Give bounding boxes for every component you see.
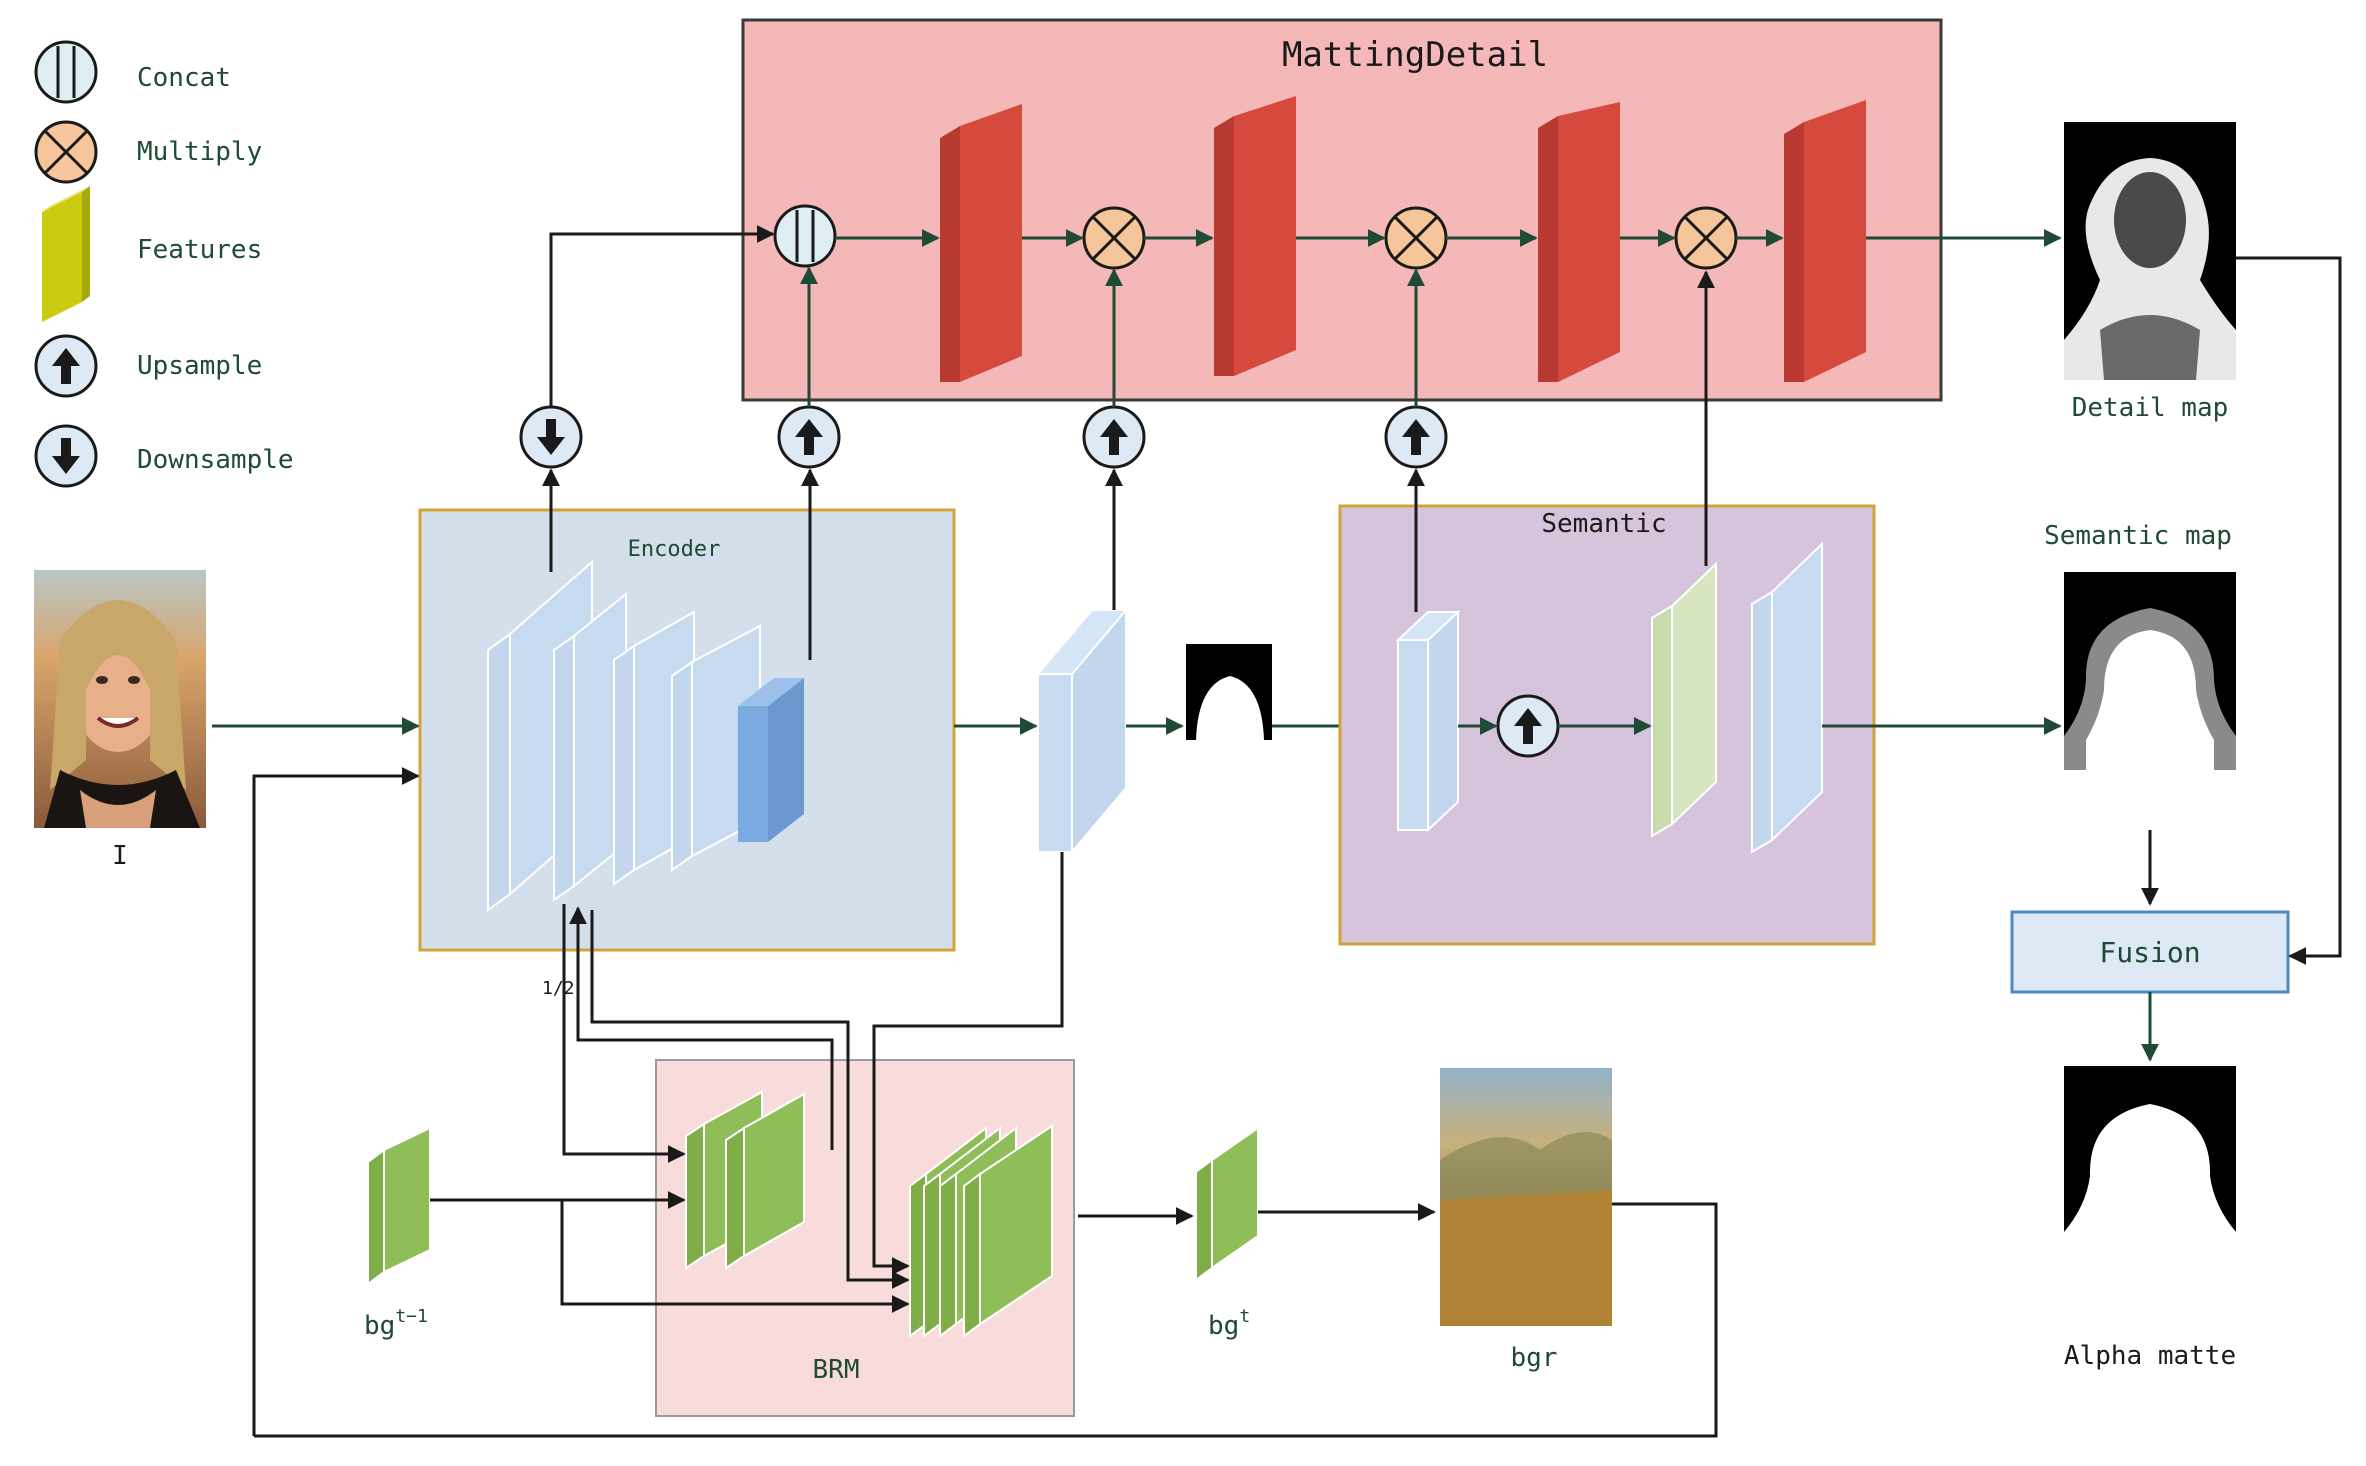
multiply-node-2 xyxy=(1384,206,1448,270)
half-scale-label: 1/2 xyxy=(542,978,575,999)
encoder-title: Encoder xyxy=(628,537,721,562)
matting-detail-block: MattingDetail xyxy=(741,18,2062,402)
semantic-map-label: Semantic map xyxy=(2044,521,2232,551)
semantic-feature-3 xyxy=(1751,541,1823,854)
legend-upsample-label: Upsample xyxy=(137,351,262,381)
upsample-node-2 xyxy=(1082,405,1146,469)
bg-t-feature xyxy=(1195,1126,1259,1282)
legend-multiply-label: Multiply xyxy=(137,137,262,167)
bg-prev-feature xyxy=(367,1126,431,1286)
multiply-icon xyxy=(34,120,98,184)
downsample-icon xyxy=(34,424,98,488)
input-image xyxy=(34,570,206,828)
coarse-mask xyxy=(1186,644,1272,746)
fusion-block: Fusion xyxy=(2010,910,2290,994)
semantic-map-image xyxy=(2064,572,2236,770)
bg-prev-label: bgt−1 xyxy=(364,1306,428,1341)
red-feature-1 xyxy=(940,104,1022,382)
legend-features-label: Features xyxy=(137,235,262,265)
multiply-node-3 xyxy=(1674,206,1738,270)
detail-map-label: Detail map xyxy=(2072,393,2229,423)
detail-map-image xyxy=(2064,122,2236,380)
semantic-upsample-node xyxy=(1496,694,1560,758)
brm-title: BRM xyxy=(813,1355,860,1385)
feedback-loop xyxy=(254,1202,1718,1438)
bgr-label: bgr xyxy=(1511,1343,1558,1373)
red-feature-2 xyxy=(1214,96,1296,376)
upsample-node-3 xyxy=(1384,405,1448,469)
semantic-feature-1 xyxy=(1395,609,1461,833)
semantic-feature-2 xyxy=(1651,561,1717,838)
encoder-feature-5 xyxy=(738,678,804,842)
concat-node xyxy=(773,204,837,268)
semantic-title: Semantic xyxy=(1541,509,1666,539)
downsample-node xyxy=(519,405,583,469)
upsample-node-1 xyxy=(777,405,841,469)
concat-icon xyxy=(34,40,98,104)
legend-downsample-label: Downsample xyxy=(137,445,294,475)
alpha-matte-label: Alpha matte xyxy=(2064,1341,2236,1371)
brm-block: BRM xyxy=(655,1059,1075,1417)
legend-concat-label: Concat xyxy=(137,63,231,93)
semantic-block: Semantic xyxy=(1338,270,1876,946)
brm-feature-b xyxy=(725,1092,805,1270)
middle-feature xyxy=(1035,607,1129,855)
encoder-block: Encoder xyxy=(418,468,956,952)
fusion-title: Fusion xyxy=(2099,936,2200,969)
features-icon xyxy=(42,186,90,322)
red-feature-4 xyxy=(1784,100,1866,382)
red-feature-3 xyxy=(1538,102,1620,382)
multiply-node-1 xyxy=(1082,206,1146,270)
alpha-matte-image xyxy=(2064,1066,2236,1262)
input-label: I xyxy=(112,841,128,871)
bg-t-label: bgt xyxy=(1208,1306,1250,1341)
matting-detail-title: MattingDetail xyxy=(1282,35,1548,75)
bgr-image xyxy=(1440,1068,1612,1326)
upsample-icon xyxy=(34,334,98,398)
legend: Concat Multiply Features Upsample Downsa… xyxy=(34,40,294,488)
brm-feature-stack xyxy=(909,1124,1053,1338)
